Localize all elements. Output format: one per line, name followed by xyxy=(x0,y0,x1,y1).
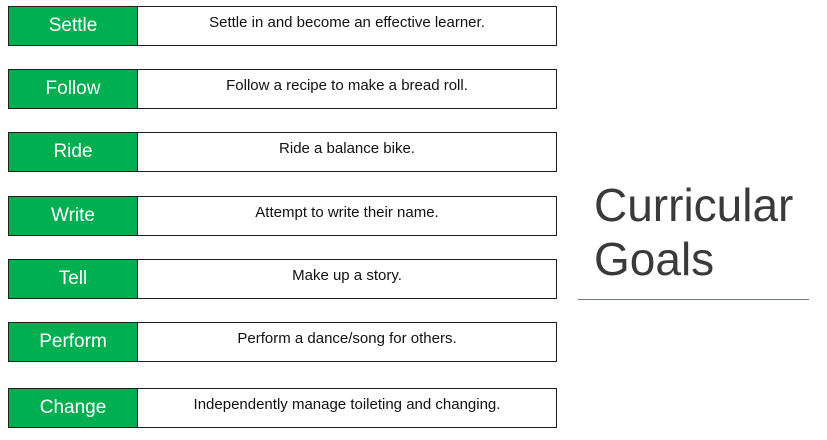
goal-tag: Write xyxy=(8,196,137,236)
goal-description: Make up a story. xyxy=(137,259,557,299)
goal-description: Ride a balance bike. xyxy=(137,132,557,172)
goal-row-settle: Settle Settle in and become an effective… xyxy=(8,6,557,46)
goal-tag: Perform xyxy=(8,322,137,362)
title-underline xyxy=(578,299,809,300)
goal-row-write: Write Attempt to write their name. xyxy=(8,196,557,236)
goal-tag: Settle xyxy=(8,6,137,46)
goal-description: Independently manage toileting and chang… xyxy=(137,388,557,428)
goal-description: Attempt to write their name. xyxy=(137,196,557,236)
goal-tag: Change xyxy=(8,388,137,428)
goal-row-perform: Perform Perform a dance/song for others. xyxy=(8,322,557,362)
goal-description: Settle in and become an effective learne… xyxy=(137,6,557,46)
goal-description: Perform a dance/song for others. xyxy=(137,322,557,362)
slide-title-line-1: Curricular xyxy=(594,179,794,231)
slide-title-line-2: Goals xyxy=(594,233,715,285)
goal-row-ride: Ride Ride a balance bike. xyxy=(8,132,557,172)
goal-tag: Ride xyxy=(8,132,137,172)
goal-row-change: Change Independently manage toileting an… xyxy=(8,388,557,428)
goal-row-follow: Follow Follow a recipe to make a bread r… xyxy=(8,69,557,109)
slide-title: Curricular Goals xyxy=(594,178,793,286)
goal-tag: Tell xyxy=(8,259,137,299)
goal-tag: Follow xyxy=(8,69,137,109)
goal-row-tell: Tell Make up a story. xyxy=(8,259,557,299)
goal-description: Follow a recipe to make a bread roll. xyxy=(137,69,557,109)
